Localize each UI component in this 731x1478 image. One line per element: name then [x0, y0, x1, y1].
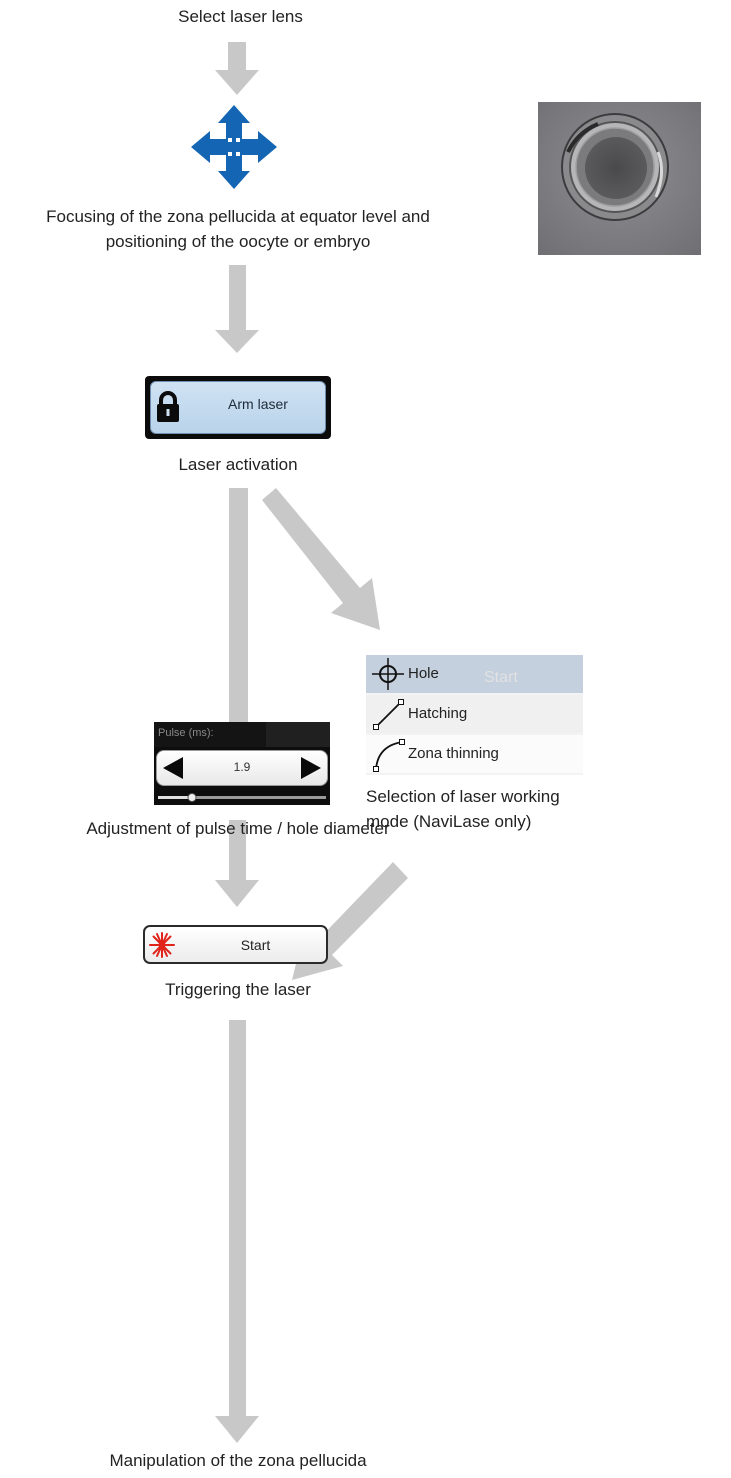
mode-zona-thinning-label: Zona thinning	[408, 745, 499, 762]
slider-thumb[interactable]	[187, 793, 197, 802]
pulse-stepper[interactable]: 1.9	[156, 750, 328, 786]
arrow-1	[215, 42, 259, 95]
step-adjustment: Adjustment of pulse time / hole diameter	[86, 819, 390, 838]
arrow-3	[216, 488, 260, 765]
pulse-slider[interactable]	[158, 792, 326, 804]
arm-laser-button[interactable]: Arm laser	[145, 376, 331, 439]
step-focusing-line2: positioning of the oocyte or embryo	[105, 232, 371, 251]
step-select-lens: Select laser lens	[178, 7, 303, 26]
arrow-diag-1	[262, 488, 380, 630]
arm-laser-label: Arm laser	[228, 396, 288, 412]
decrement-arrow-icon[interactable]	[163, 757, 183, 779]
step-manipulation: Manipulation of the zona pellucida	[109, 1451, 367, 1470]
laser-mode-selector: Start Hole Hatching Zona thinning	[366, 655, 583, 775]
line-icon	[373, 699, 404, 730]
arm-laser-button-face[interactable]: Arm laser	[150, 381, 326, 434]
lock-icon	[157, 391, 179, 422]
step-mode-selection-line2: mode (NaviLase only)	[366, 812, 532, 831]
pulse-header: Pulse (ms):	[154, 722, 330, 747]
laser-burst-icon	[149, 932, 175, 958]
arrow-4	[215, 820, 259, 907]
pulse-value: 1.9	[233, 760, 251, 774]
arrow-5	[215, 1020, 259, 1443]
start-laser-button[interactable]: Start	[143, 925, 328, 964]
step-activation: Laser activation	[178, 455, 298, 474]
mode-ghost-text: Start	[484, 669, 518, 686]
mode-hole-label: Hole	[408, 665, 439, 682]
mode-hole[interactable]: Start Hole	[366, 655, 583, 693]
start-button-label: Start	[240, 937, 271, 953]
mode-zona-thinning[interactable]: Zona thinning	[366, 735, 583, 773]
pulse-control: Pulse (ms): 1.9	[154, 722, 330, 805]
arc-icon	[373, 739, 405, 772]
arrow-2	[215, 265, 259, 353]
step-focusing: Focusing of the zona pellucida at equato…	[0, 204, 476, 254]
mode-hatching-label: Hatching	[408, 705, 468, 722]
step-mode-selection: Selection of laser working mode (NaviLas…	[366, 784, 596, 834]
step-focusing-line1: Focusing of the zona pellucida at equato…	[46, 207, 430, 226]
oocyte-image	[538, 102, 701, 255]
pulse-label: Pulse (ms):	[158, 727, 214, 739]
step-triggering: Triggering the laser	[165, 980, 311, 999]
step-mode-selection-line1: Selection of laser working	[366, 787, 560, 806]
increment-arrow-icon[interactable]	[301, 757, 321, 779]
mode-hatching[interactable]: Hatching	[366, 695, 583, 733]
move-arrows-icon	[191, 105, 277, 189]
crosshair-icon	[372, 658, 404, 690]
